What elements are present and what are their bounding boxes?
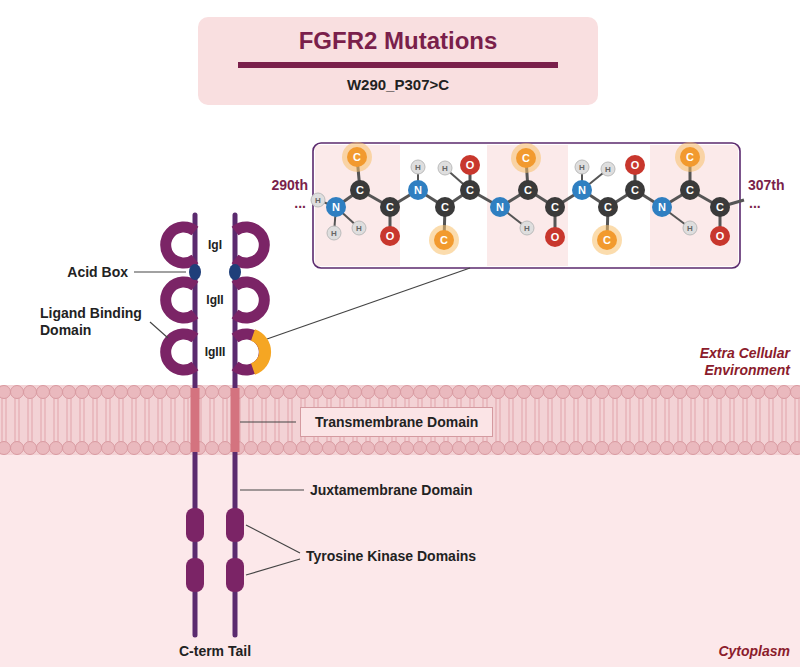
callout-box: Transmembrane Domain (300, 407, 493, 437)
atom-symbol: N (332, 201, 340, 214)
atom-symbol: H (356, 224, 362, 234)
atom-symbol: O (386, 230, 395, 243)
atom-symbol: H (315, 196, 321, 206)
part-label: Extra Cellular Environment (670, 345, 790, 379)
part-label: Tyrosine Kinase Domains (306, 548, 476, 565)
atom-symbol: H (524, 224, 530, 234)
atom-symbol: O (716, 230, 725, 243)
atom-symbol: N (414, 184, 422, 197)
atom-symbol: C (353, 151, 361, 164)
kinase-domain (226, 558, 244, 592)
kinase-domain (186, 508, 204, 542)
atom-symbol: H (442, 164, 448, 174)
atom-symbol: N (578, 184, 586, 197)
part-label: 307th (748, 177, 785, 194)
part-label: 290th (271, 177, 308, 194)
atom-symbol: O (466, 159, 475, 172)
atom-symbol: C (686, 151, 694, 164)
atom-symbol: C (716, 201, 724, 214)
atom-symbol: C (551, 201, 559, 214)
atom-symbol: O (631, 159, 640, 172)
atom-symbol: C (631, 184, 639, 197)
inset-leader (267, 268, 470, 339)
acid-box (229, 264, 241, 280)
atom-symbol: H (605, 165, 611, 175)
part-label: Cytoplasm (670, 643, 790, 660)
atom-symbol: C (440, 234, 448, 247)
receptor-strands (166, 215, 265, 635)
transmembrane-segment (191, 388, 200, 452)
part-label: ... (294, 195, 306, 212)
membrane-band (0, 385, 800, 455)
atom-symbol: H (579, 163, 585, 173)
part-label: ... (749, 195, 761, 212)
atom-circles (311, 142, 730, 255)
cytoplasm-ground (0, 455, 800, 667)
part-label: C-term Tail (179, 643, 251, 660)
atom-symbol: N (496, 201, 504, 214)
part-label: Juxtamembrane Domain (310, 482, 473, 499)
atom-symbol: H (415, 163, 421, 173)
part-label: IgIII (205, 345, 226, 359)
title-underline (238, 62, 558, 68)
part-label: Ligand Binding Domain (40, 305, 152, 339)
ligand-binding-region (253, 335, 265, 369)
part-label: IgII (206, 293, 223, 307)
atom-symbol: C (386, 201, 394, 214)
molecule-inset (313, 143, 740, 268)
transmembrane-segment (231, 388, 240, 452)
kinase-domain (186, 558, 204, 592)
atom-symbol: C (356, 184, 364, 197)
part-label: IgI (208, 238, 222, 252)
atom-symbol: C (686, 184, 694, 197)
node-heading: Transmembrane Domain (315, 414, 478, 430)
kinase-domain (226, 508, 244, 542)
atom-symbol: C (522, 152, 530, 165)
atom-symbol: C (604, 201, 612, 214)
acid-box (189, 264, 201, 280)
node-heading: FGFR2 Mutations (238, 27, 558, 55)
atom-symbol: H (687, 224, 693, 234)
leader-lines (134, 272, 304, 575)
lipid-heads (0, 386, 800, 455)
node-subtitle: W290_P307>C (238, 76, 558, 93)
atom-symbol: N (658, 201, 666, 214)
part-label: Acid Box (67, 264, 128, 281)
title-box: FGFR2 MutationsW290_P307>C (198, 17, 598, 105)
atom-symbol: C (524, 184, 532, 197)
atom-symbol: C (466, 184, 474, 197)
atom-symbol: O (551, 231, 560, 244)
atom-symbol: C (441, 201, 449, 214)
atom-symbol: H (331, 229, 337, 239)
atom-symbol: C (603, 234, 611, 247)
